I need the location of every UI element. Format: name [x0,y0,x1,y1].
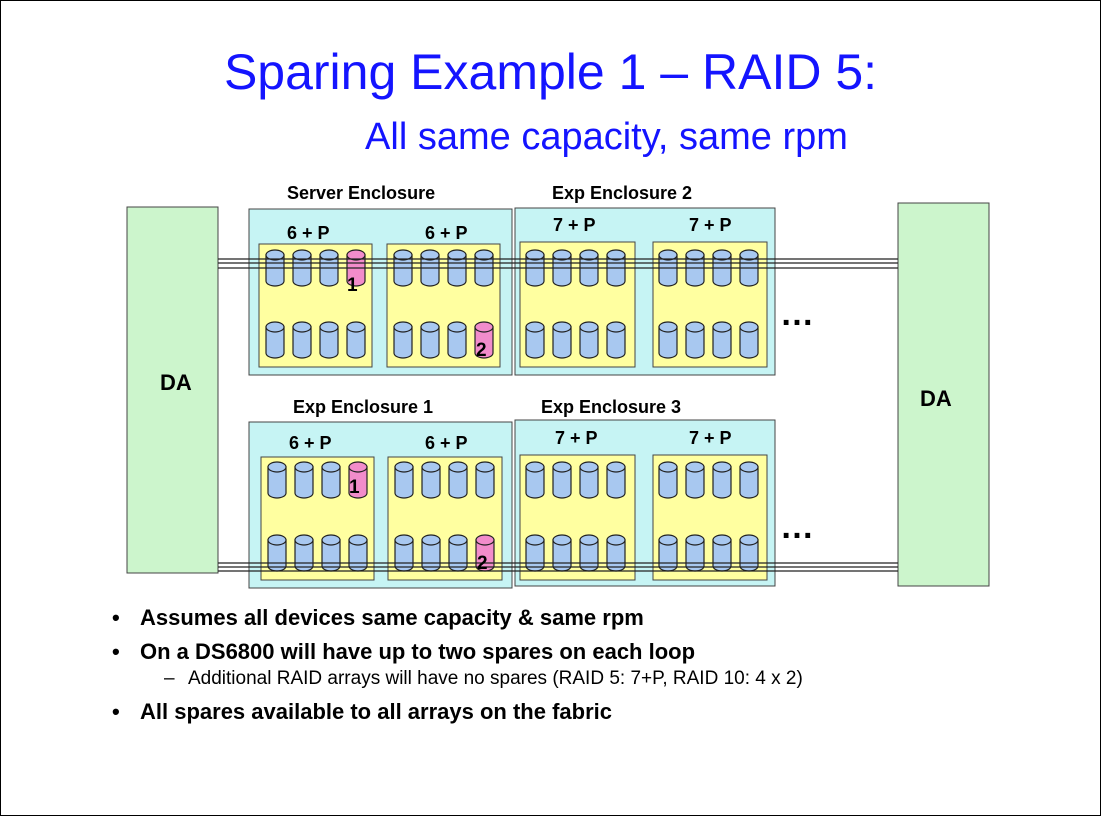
spare-label: 1 [347,275,358,296]
group-label: 7 + P [689,215,732,235]
ellipsis-bottom: … [780,508,814,546]
disk [421,461,441,499]
sub-bullet-marker: – [164,668,175,689]
bullet-text: Assumes all devices same capacity & same… [140,605,644,630]
spare-label: 1 [349,477,360,498]
disk [346,321,366,359]
disk [394,534,414,572]
da-right-label: DA [920,386,952,411]
disk [712,321,732,359]
loop-lines [218,258,898,572]
disk [712,534,732,572]
group-label: 6 + P [287,223,330,243]
disk [579,321,599,359]
enclosure-label-server: Server Enclosure [287,183,436,203]
disk [658,461,678,499]
bullet-item: • All spares available to all arrays on … [112,698,1012,726]
group-label: 7 + P [553,215,596,235]
sub-bullet-item: – Additional RAID arrays will have no sp… [164,668,978,689]
spare-disk [348,461,368,499]
disk [712,461,732,499]
disk [393,321,413,359]
group-label: 7 + P [689,428,732,448]
disk [606,461,626,499]
disk [265,321,285,359]
bullet-marker: • [112,605,120,630]
group-label: 6 + P [425,223,468,243]
sub-bullet-text: Additional RAID arrays will have no spar… [188,668,803,689]
disk [267,534,287,572]
spare-label: 2 [476,340,487,361]
disk [658,321,678,359]
spare-disk [474,321,494,359]
disk [420,321,440,359]
slide-title: Sparing Example 1 – RAID 5: [223,44,878,100]
disk [606,321,626,359]
group-label: 6 + P [425,433,468,453]
disk [321,534,341,572]
enclosure-label-exp-1: Exp Enclosure 1 [293,397,434,417]
group-label: 6 + P [289,433,332,453]
disk [448,534,468,572]
disk [685,461,705,499]
bullet-item: • On a DS6800 will have up to two spares… [112,638,1012,666]
sparing-diagram [126,202,990,589]
disk [552,321,572,359]
bullet-text: On a DS6800 will have up to two spares o… [140,639,696,664]
disk [525,461,545,499]
bullet-item: • Assumes all devices same capacity & sa… [112,604,1012,632]
group-label: 7 + P [555,428,598,448]
da-left-label: DA [160,370,192,395]
disk [294,534,314,572]
disk [685,321,705,359]
disk [579,534,599,572]
da-right-box [897,202,990,587]
ellipsis-top: … [780,295,814,333]
enclosure-label-exp-2: Exp Enclosure 2 [552,183,693,203]
disk [421,534,441,572]
disk [525,321,545,359]
disk [606,534,626,572]
disk [267,461,287,499]
disk [525,534,545,572]
slide-subtitle: All same capacity, same rpm [365,116,848,158]
disk [348,534,368,572]
disk [394,461,414,499]
disk [475,461,495,499]
bullet-list: • Assumes all devices same capacity & sa… [112,604,1012,732]
disk [739,534,759,572]
disk [294,461,314,499]
disk [579,461,599,499]
disk [448,461,468,499]
disk [292,321,312,359]
disk [552,534,572,572]
disk [321,461,341,499]
spare-label: 2 [477,553,488,574]
disk [685,534,705,572]
disk [319,321,339,359]
disk [447,321,467,359]
disk [739,461,759,499]
disk [739,321,759,359]
enclosure-label-exp-3: Exp Enclosure 3 [541,397,682,417]
bullet-marker: • [112,699,120,724]
disk [552,461,572,499]
da-left-box [126,206,219,574]
bullet-marker: • [112,639,120,664]
disk [658,534,678,572]
bullet-text: All spares available to all arrays on th… [140,699,612,724]
